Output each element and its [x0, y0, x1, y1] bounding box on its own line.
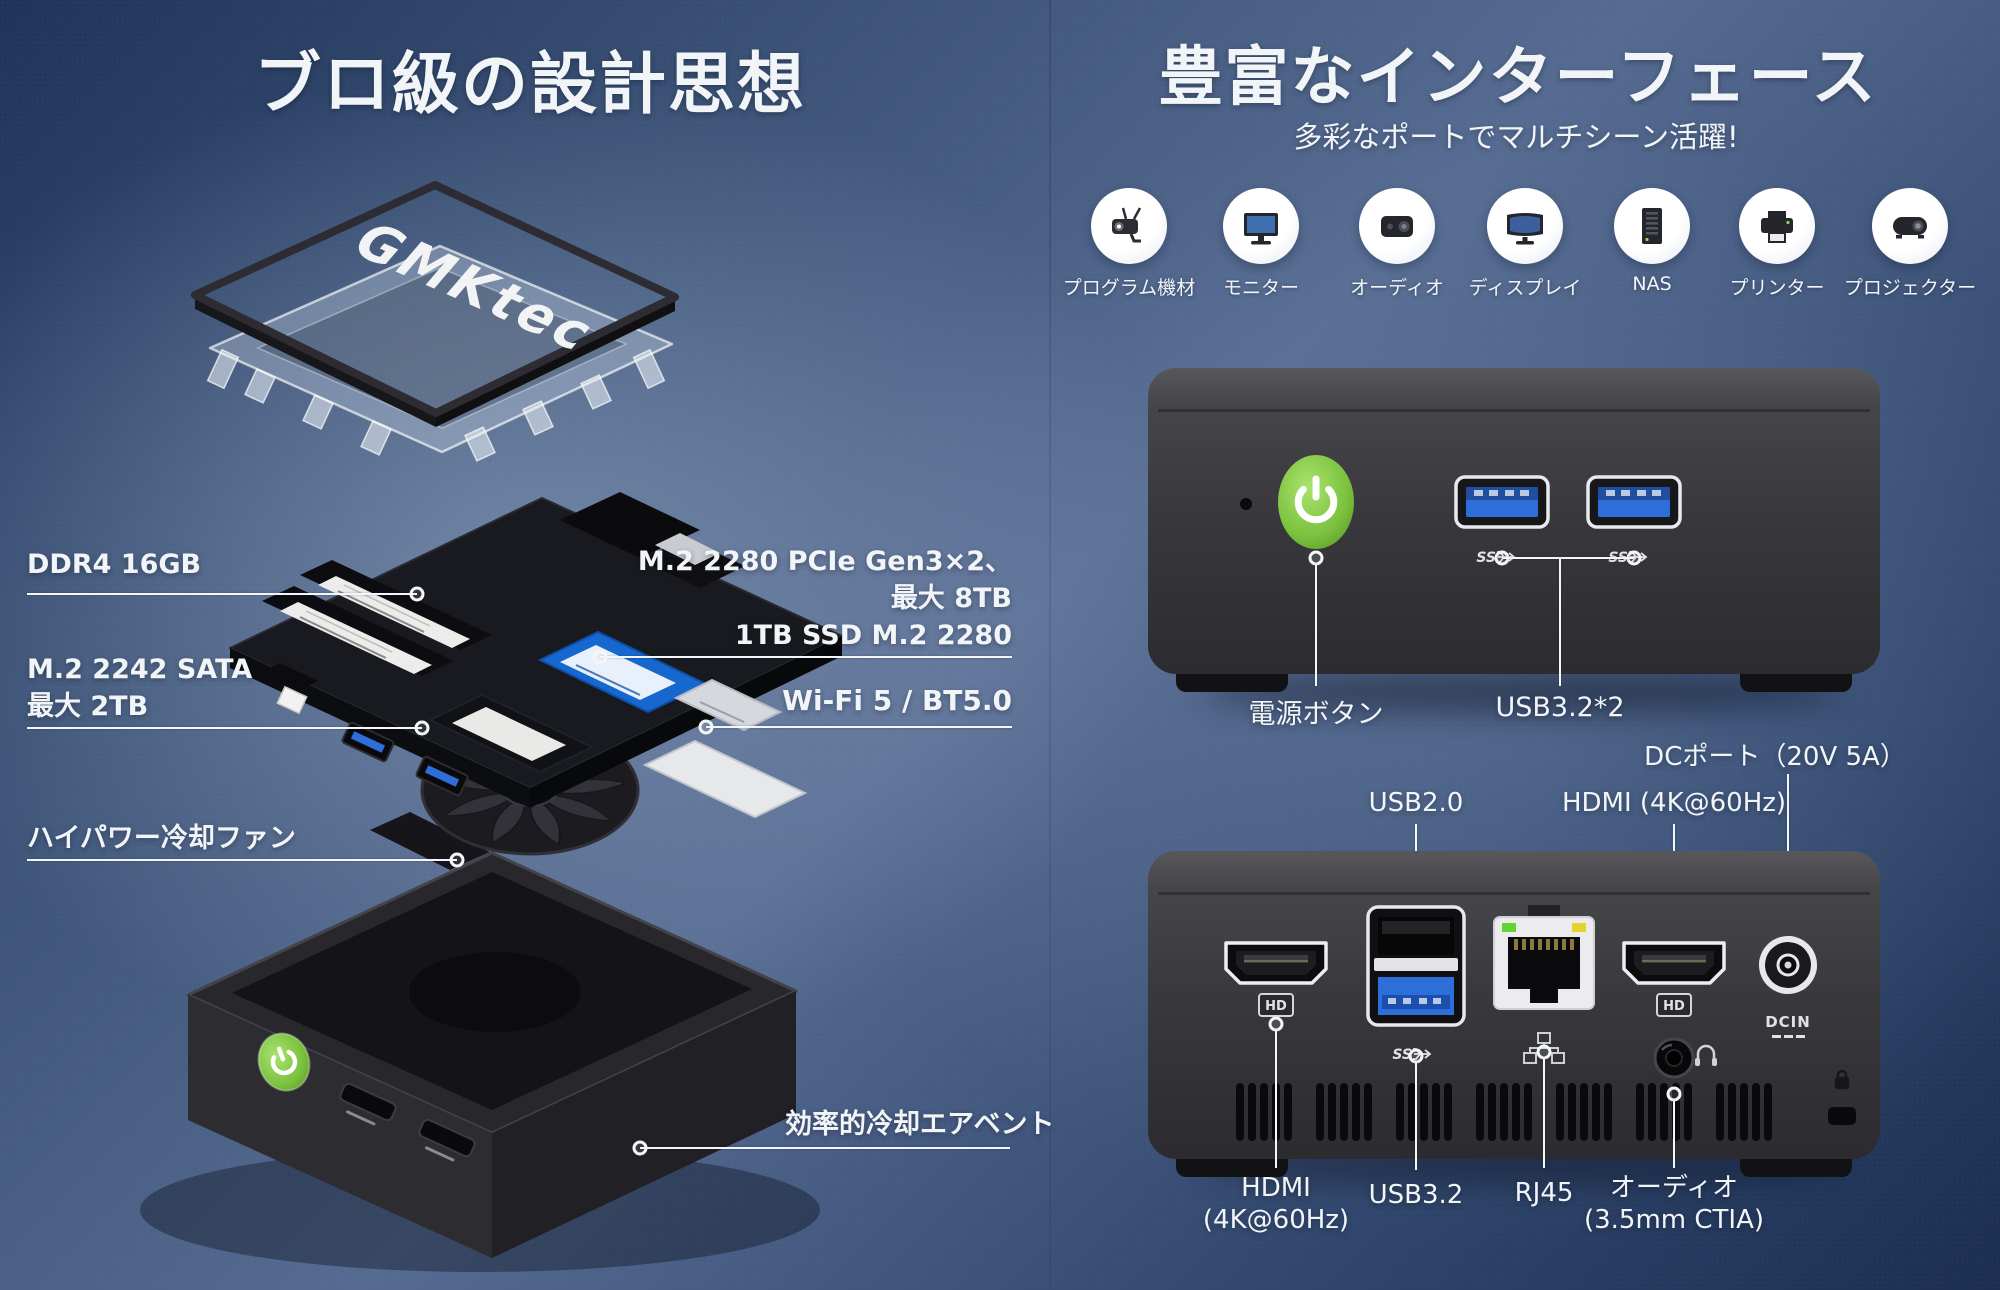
hdmi-port-1: HD	[1224, 941, 1328, 1017]
use-case-display: ディスプレイ	[1440, 188, 1610, 300]
speaker-icon	[1359, 188, 1435, 264]
callout-line-ddr4	[27, 593, 417, 595]
callout-line-wifi	[706, 726, 1012, 728]
headphone-icon	[1695, 1044, 1717, 1066]
display-icon	[1487, 188, 1563, 264]
power-icon	[1294, 485, 1338, 524]
rear-vent-grilles	[1236, 1083, 1772, 1141]
dc-in-port: DCIN	[1759, 936, 1817, 1038]
callout-line-usb-v	[1559, 558, 1561, 686]
security-camera-icon	[1091, 188, 1167, 264]
callout-dot-m2-2280	[592, 649, 608, 665]
nas-server-icon	[1614, 188, 1690, 264]
bottom-case	[140, 851, 820, 1272]
hd-badge: HD	[1258, 993, 1294, 1017]
front-device-shadow	[1200, 672, 1840, 712]
projector-icon	[1872, 188, 1948, 264]
callout-line-audio	[1673, 1100, 1675, 1168]
right-panel-title: 豊富なインターフェース	[1158, 41, 1878, 115]
ram-module	[262, 586, 454, 676]
callout-line-fan	[27, 859, 457, 861]
label-usb32: USB3.2	[1368, 1180, 1464, 1210]
left-panel-title: ブロ級の設計思想	[254, 45, 806, 123]
use-case-label: プロジェクター	[1843, 277, 1977, 299]
top-lid: GMKtec	[191, 181, 679, 427]
callout-fan: ハイパワー冷却ファン	[27, 823, 296, 854]
use-case-label: モニター	[1222, 277, 1299, 299]
power-button[interactable]	[1278, 455, 1354, 549]
sata-ssd	[427, 693, 595, 774]
callout-dot-m2-2242	[414, 720, 430, 736]
svg-text:DCIN: DCIN	[1765, 1013, 1811, 1031]
mini-pc-front-view: SS SS	[1148, 368, 1880, 692]
svg-text:SS: SS	[1392, 1047, 1412, 1063]
case-power-button	[257, 1032, 311, 1092]
rj45-led-yellow	[1572, 923, 1586, 932]
board-usb-port	[341, 721, 395, 763]
mini-pc-rear-view: HD SS	[1148, 851, 1880, 1177]
use-case-label: プログラム機材	[1062, 277, 1196, 299]
use-case-label: NAS	[1632, 273, 1672, 295]
case-vent-grille	[492, 991, 796, 1258]
callout-ddr4: DDR4 16GB	[27, 549, 202, 580]
panel-divider	[1049, 0, 1051, 1290]
label-hdmi-bottom: HDMI (4K@60Hz)	[1202, 1173, 1350, 1235]
hdmi-port-2: HD	[1622, 941, 1726, 1017]
board-usb-port	[415, 755, 469, 797]
rj45-port	[1493, 905, 1595, 1064]
front-led	[1240, 498, 1252, 510]
use-case-label: プリンター	[1729, 277, 1825, 299]
use-case-camera: プログラム機材	[1044, 188, 1214, 300]
svg-text:HD: HD	[1265, 999, 1287, 1014]
usb3-port-2	[1586, 475, 1682, 529]
monitor-icon	[1223, 188, 1299, 264]
callout-line-hdmi1	[1275, 1030, 1277, 1168]
callout-dot-wifi	[698, 719, 714, 735]
svg-text:HD: HD	[1663, 999, 1685, 1014]
use-case-printer: プリンター	[1692, 188, 1862, 300]
callout-dot-vent	[632, 1140, 648, 1156]
callout-line-dc	[1787, 774, 1789, 918]
label-usb32x2: USB3.2*2	[1495, 692, 1625, 723]
motherboard	[229, 492, 843, 808]
use-case-projector: プロジェクター	[1825, 188, 1995, 300]
usb3-port-1	[1454, 475, 1550, 529]
label-audio: オーディオ (3.5mm CTIA)	[1583, 1173, 1765, 1235]
audio-jack	[1653, 1037, 1717, 1079]
label-usb2: USB2.0	[1368, 788, 1464, 818]
use-case-monitor: モニター	[1176, 188, 1346, 300]
callout-line-usb-h	[1502, 557, 1634, 559]
callout-wifi: Wi-Fi 5 / BT5.0	[782, 684, 1012, 717]
use-case-label: オーディオ	[1350, 277, 1444, 299]
callout-vent: 効率的冷却エアベント	[785, 1109, 1055, 1140]
use-case-label: ディスプレイ	[1468, 277, 1582, 299]
label-dc-port: DCポート（20V 5A）	[1644, 742, 1906, 772]
exploded-view-illustration: GMKtec	[140, 181, 843, 1272]
callout-line-rj45	[1543, 1058, 1545, 1168]
right-panel-subtitle: 多彩なポートでマルチシーン活躍!	[1293, 120, 1739, 154]
label-hdmi-top: HDMI (4K@60Hz)	[1561, 788, 1787, 818]
callout-line-m2-2242	[27, 727, 422, 729]
kensington-lock	[1828, 1069, 1856, 1125]
svg-text:SS: SS	[1476, 550, 1496, 566]
callout-m2-2242: M.2 2242 SATA 最大 2TB	[27, 654, 253, 722]
callout-dot-fan	[449, 852, 465, 868]
callout-line-power	[1315, 564, 1317, 686]
callout-line-usb32	[1415, 1062, 1417, 1170]
callout-m2-2280: M.2 2280 PCIe Gen3×2、 最大 8TB 1TB SSD M.2…	[637, 546, 1012, 651]
use-case-nas: NAS	[1567, 188, 1737, 295]
use-case-speaker: オーディオ	[1312, 188, 1482, 300]
callout-line-vent	[640, 1147, 1010, 1149]
case-usb-slot	[339, 1082, 397, 1126]
hd-badge: HD	[1656, 993, 1692, 1017]
case-usb-slot	[418, 1118, 476, 1162]
callout-dot-ddr4	[409, 586, 425, 602]
wifi-module	[673, 678, 783, 732]
label-rj45: RJ45	[1514, 1178, 1574, 1208]
label-power-button: 電源ボタン	[1248, 699, 1384, 730]
usb-stacked-ports: SS	[1366, 905, 1466, 1063]
callout-line-m2-2280	[600, 656, 1012, 658]
printer-icon	[1739, 188, 1815, 264]
rj45-led-green	[1502, 923, 1516, 932]
